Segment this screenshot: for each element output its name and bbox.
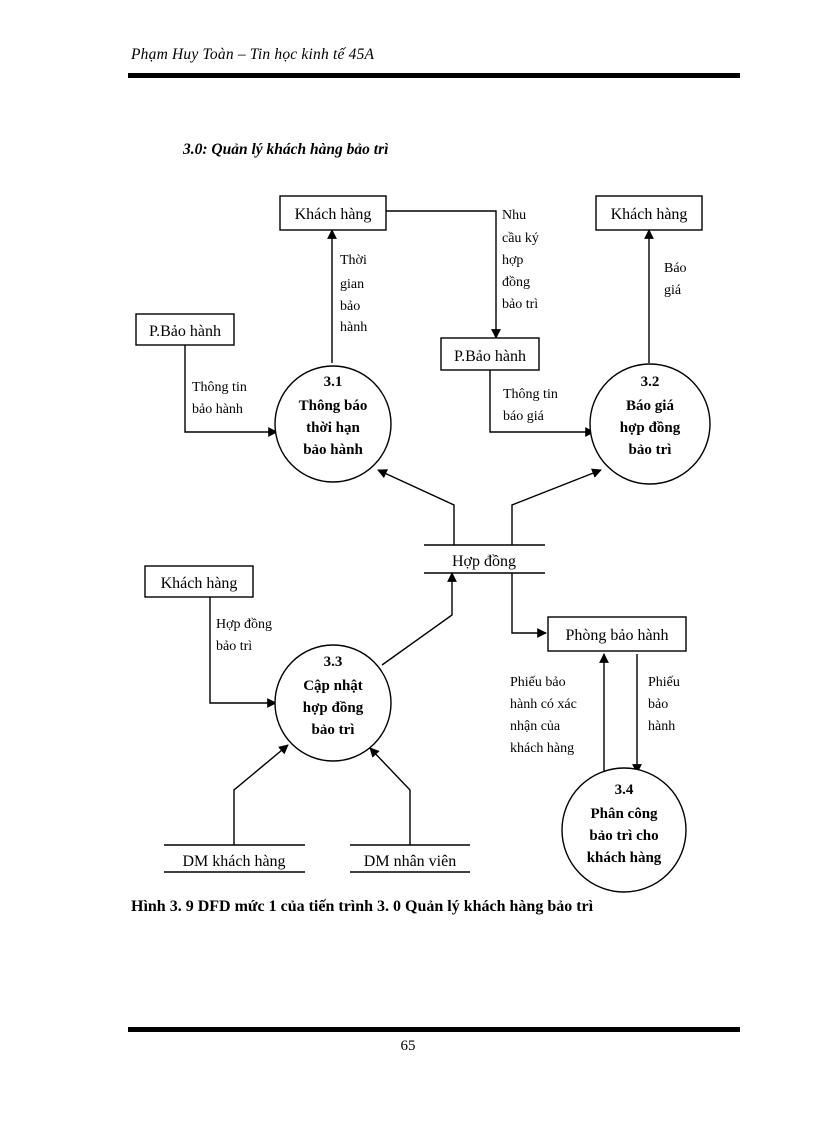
flow-line-contract-need bbox=[386, 210, 501, 339]
external-warranty-room bbox=[547, 616, 687, 652]
process-3-4-number: 3.4 bbox=[615, 782, 634, 798]
flow-label-warranty-info-2: bảo hành bbox=[192, 402, 243, 417]
external-warranty-dept-mid-label: P.Bảo hành bbox=[454, 348, 526, 365]
flow-label-warranty-time-2: gian bbox=[340, 277, 364, 292]
process-3-3-number: 3.3 bbox=[324, 654, 343, 670]
process-3-3-line2: hợp đồng bbox=[303, 700, 364, 716]
flow-line-employee-list-to-33 bbox=[369, 747, 411, 845]
process-3-1-line3: bảo hành bbox=[303, 442, 363, 458]
process-3-2-line1: Báo giá bbox=[626, 398, 674, 414]
flow-label-contract-need-4: đồng bbox=[502, 275, 530, 290]
external-warranty-dept-left bbox=[135, 313, 235, 346]
section-title: 3.0: Quản lý khách hàng bảo trì bbox=[183, 141, 389, 158]
process-3-2-number: 3.2 bbox=[641, 374, 660, 390]
flow-label-confirmed-slip-2: hành có xác bbox=[510, 697, 577, 712]
external-warranty-dept-mid bbox=[440, 337, 540, 371]
flow-label-maintenance-contract-2: bảo trì bbox=[216, 639, 252, 654]
store-contract-label: Hợp đồng bbox=[452, 553, 516, 570]
external-warranty-dept-left-label: P.Bảo hành bbox=[149, 323, 221, 340]
process-3-3-line3: bảo trì bbox=[312, 722, 355, 738]
header-rule bbox=[128, 73, 740, 78]
flow-line-33-to-contract bbox=[381, 572, 457, 666]
flow-label-confirmed-slip-4: khách hàng bbox=[510, 741, 574, 756]
flow-label-contract-need-3: hợp bbox=[502, 253, 523, 268]
flow-label-warranty-time-4: hành bbox=[340, 320, 367, 335]
process-3-2-line3: bảo trì bbox=[629, 442, 672, 458]
flow-line-maintenance-contract bbox=[209, 596, 277, 708]
external-customer-top-left bbox=[279, 195, 387, 231]
page-header-author: Phạm Huy Toàn – Tin học kinh tế 45A bbox=[131, 46, 375, 63]
external-customer-mid-left-label: Khách hàng bbox=[161, 575, 238, 592]
process-circle-3-3 bbox=[274, 644, 392, 762]
external-customer-top-right bbox=[595, 195, 703, 231]
process-circle-3-1 bbox=[274, 365, 392, 483]
figure-caption: Hình 3. 9 DFD mức 1 của tiến trình 3. 0 … bbox=[131, 898, 594, 915]
flow-line-contract-to-warranty-room bbox=[511, 573, 547, 638]
process-3-4-line1: Phân công bbox=[590, 806, 658, 822]
flow-line-contract-to-31 bbox=[377, 469, 455, 545]
process-circle-3-2 bbox=[589, 363, 711, 485]
page-number: 65 bbox=[400, 1038, 416, 1054]
flow-label-quote-info-1: Thông tin bbox=[503, 387, 558, 402]
process-3-4-line3: khách hàng bbox=[587, 850, 662, 866]
flow-label-contract-need-5: bảo trì bbox=[502, 297, 538, 312]
flow-label-maintenance-contract-1: Hợp đồng bbox=[216, 617, 272, 632]
process-3-3-line1: Cập nhật bbox=[303, 678, 363, 694]
process-3-1-line1: Thông báo bbox=[299, 398, 368, 414]
flow-label-confirmed-slip-1: Phiếu bảo bbox=[510, 675, 566, 690]
flow-label-quote-2: giá bbox=[664, 283, 682, 298]
flow-label-warranty-slip-3: hành bbox=[648, 719, 675, 734]
flow-line-warranty-info bbox=[184, 343, 278, 437]
flow-label-warranty-time-1: Thời bbox=[340, 253, 367, 268]
store-customer-list-label: DM khách hàng bbox=[182, 853, 285, 870]
flow-label-warranty-info-1: Thông tin bbox=[192, 380, 247, 395]
footer-rule bbox=[128, 1027, 740, 1032]
flow-line-contract-to-32 bbox=[511, 468, 602, 545]
external-warranty-room-label: Phòng bảo hành bbox=[565, 627, 668, 644]
process-3-1-line2: thời hạn bbox=[306, 420, 360, 436]
process-3-1-number: 3.1 bbox=[324, 374, 343, 390]
flow-line-quote-info bbox=[489, 370, 595, 437]
flow-label-warranty-slip-1: Phiếu bbox=[648, 675, 680, 690]
external-customer-mid-left bbox=[144, 565, 254, 598]
external-customer-top-right-label: Khách hàng bbox=[611, 206, 688, 223]
process-circle-3-4 bbox=[561, 767, 687, 893]
external-customer-top-left-label: Khách hàng bbox=[295, 206, 372, 223]
process-3-2-line2: hợp đồng bbox=[620, 420, 681, 436]
flow-label-warranty-slip-2: bảo bbox=[648, 697, 668, 712]
flow-label-contract-need-1: Nhu bbox=[502, 208, 526, 223]
flow-line-customer-list-to-33 bbox=[233, 744, 289, 845]
flow-label-contract-need-2: cầu ký bbox=[502, 231, 539, 246]
store-employee-list-label: DM nhân viên bbox=[364, 853, 456, 870]
flow-label-quote-1: Báo bbox=[664, 261, 687, 276]
flow-label-quote-info-2: báo giá bbox=[503, 409, 545, 424]
process-3-4-line2: bảo trì cho bbox=[589, 828, 658, 844]
flow-label-warranty-time-3: bảo bbox=[340, 299, 360, 314]
flow-label-confirmed-slip-3: nhận của bbox=[510, 719, 561, 734]
